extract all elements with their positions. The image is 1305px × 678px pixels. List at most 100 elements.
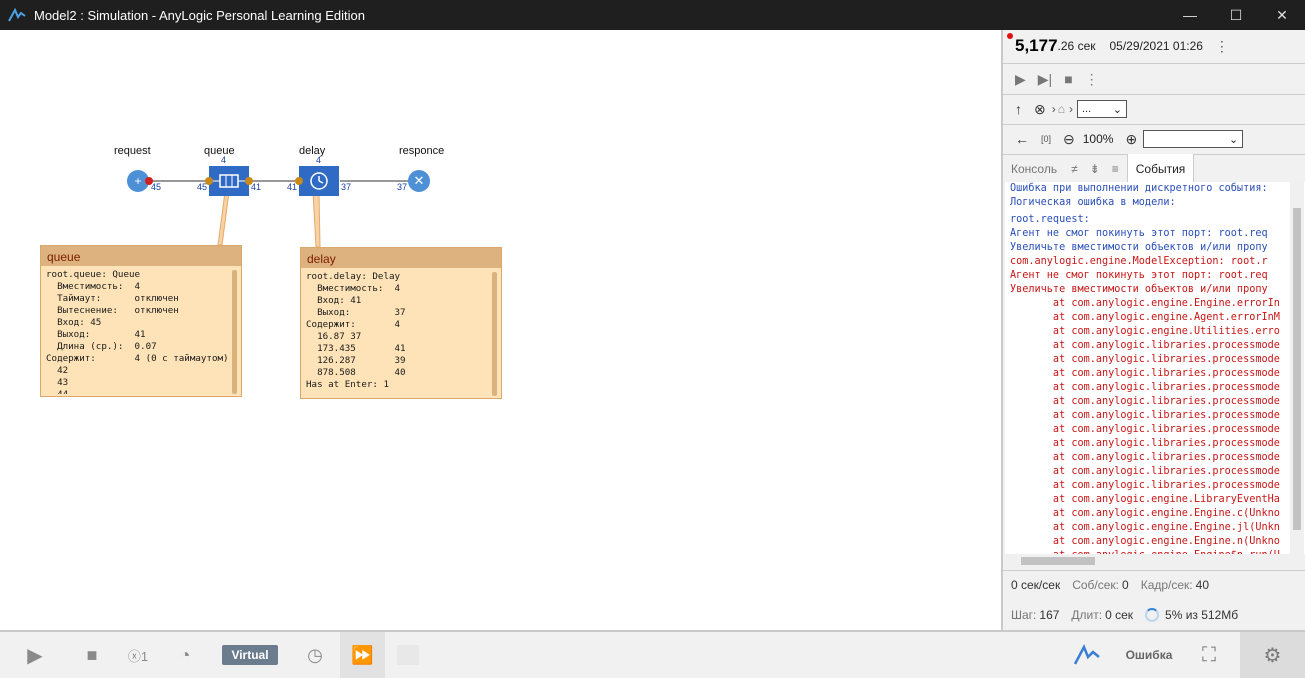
zoom-in-icon[interactable]: ⊕ — [1125, 130, 1138, 147]
sec-per-sec: 0 сек/сек — [1011, 578, 1061, 592]
stop-icon[interactable]: ■ — [1064, 71, 1073, 87]
request-out-port[interactable] — [145, 177, 153, 185]
play-icon[interactable]: ▶ — [27, 644, 43, 667]
duration-label: Длит: — [1071, 608, 1103, 622]
close-nav-icon[interactable]: ⊗ — [1034, 100, 1046, 117]
delay-inspect-window[interactable]: delay root.delay: Delay Вместимость: 4 В… — [300, 247, 502, 399]
console-line: at com.anylogic.libraries.processmode — [1010, 354, 1280, 365]
console-line: at com.anylogic.engine.Agent.errorInM — [1010, 312, 1280, 323]
tab-console[interactable]: Консоль — [1011, 162, 1058, 176]
frames-per-sec-value: 40 — [1195, 578, 1209, 592]
queue-inspect-scrollbar[interactable] — [232, 270, 237, 394]
memory-usage: 5% из 512Мб — [1165, 608, 1239, 622]
console-line: at com.anylogic.libraries.processmode — [1010, 368, 1280, 379]
step-value: 167 — [1039, 608, 1060, 622]
console-line: at com.anylogic.engine.Engine.c(Unkno — [1010, 508, 1280, 519]
queue-out-count: 41 — [251, 182, 262, 192]
request-source-icon[interactable]: + — [127, 170, 149, 192]
events-per-sec-value: 0 — [1122, 578, 1129, 592]
close-window-button[interactable]: ✕ — [1276, 6, 1288, 23]
fullscreen-icon[interactable]: ⛶ — [1202, 643, 1216, 666]
delay-inspect-text: root.delay: Delay Вместимость: 4 Вход: 4… — [306, 271, 406, 390]
stop-button-icon[interactable]: ■ — [86, 644, 98, 665]
console-line: Агент не смог покинуть этот порт: root.r… — [1010, 270, 1268, 281]
queue-in-port[interactable] — [205, 177, 213, 185]
clear-console-icon[interactable]: ≠ — [1071, 162, 1078, 176]
zoom-level: 100% — [1082, 132, 1114, 146]
scroll-lock-icon[interactable]: ⇟ — [1089, 162, 1100, 176]
queue-label: queue — [204, 145, 235, 157]
step-icon[interactable]: ▶| — [1037, 70, 1053, 87]
clock-icon — [310, 172, 328, 190]
console-line: Ошибка при выполнении дискретного событи… — [1010, 183, 1268, 194]
console-line: at com.anylogic.libraries.processmode — [1010, 424, 1280, 435]
tab-events[interactable]: События — [1126, 154, 1195, 184]
fast-forward-icon[interactable]: ⏩ — [340, 632, 385, 678]
back-icon[interactable]: ← — [1015, 131, 1029, 147]
responce-label: responce — [399, 145, 445, 157]
queue-capacity-count: 4 — [221, 155, 227, 165]
console-output[interactable]: Ошибка при выполнении дискретного событи… — [1005, 182, 1305, 566]
queue-in-count: 45 — [197, 182, 208, 192]
delay-in-count: 41 — [287, 182, 298, 192]
delay-inspect-scrollbar[interactable] — [492, 272, 497, 396]
delay-out-count: 37 — [341, 182, 352, 192]
console-line: at com.anylogic.libraries.processmode — [1010, 410, 1280, 421]
delay-block[interactable] — [299, 166, 339, 196]
responce-sink-icon[interactable]: ✕ — [408, 170, 430, 192]
zoom-reset-icon[interactable]: [0] — [1041, 134, 1052, 144]
slow-down-icon[interactable]: ◔ — [179, 644, 191, 665]
agent-navigation-value: ... — [1081, 103, 1092, 115]
queue-icon — [213, 174, 245, 188]
console-vertical-scrollbar[interactable] — [1290, 182, 1304, 554]
console-line: at com.anylogic.libraries.processmode — [1010, 480, 1280, 491]
queue-inspect-window[interactable]: queue root.queue: Queue Вместимость: 4 Т… — [40, 245, 242, 397]
console-line: at com.anylogic.libraries.processmode — [1010, 382, 1280, 393]
queue-inspect-text: root.queue: Queue Вместимость: 4 Таймаут… — [46, 269, 229, 394]
delay-capacity-count: 4 — [316, 155, 322, 165]
queue-out-port[interactable] — [245, 177, 253, 185]
console-line: at com.anylogic.engine.Engine.n(Unkno — [1010, 536, 1280, 547]
console-line: at com.anylogic.libraries.processmode — [1010, 438, 1280, 449]
anylogic-logo-icon — [0, 8, 34, 22]
more-options-icon[interactable]: ⋮ — [1084, 70, 1099, 87]
delay-in-port[interactable] — [295, 177, 303, 185]
console-line: at com.anylogic.engine.Utilities.erro — [1010, 326, 1280, 337]
console-line: at com.anylogic.engine.Engine.errorIn — [1010, 298, 1280, 309]
agent-navigation-select[interactable]: ...⌄ — [1076, 100, 1127, 118]
model-time-value: 5,177 — [1015, 36, 1058, 55]
speed-up-icon[interactable]: ◷ — [307, 644, 323, 665]
blank-toolbar-icon[interactable] — [397, 645, 419, 665]
run-icon[interactable]: ▶ — [1015, 70, 1026, 87]
navigate-up-icon[interactable]: ↑ — [1015, 101, 1022, 117]
model-canvas[interactable]: request + 45 queue 4 45 41 delay 4 41 37… — [0, 30, 1000, 630]
responce-in-count: 37 — [397, 182, 408, 192]
title-bar: Model2 : Simulation - AnyLogic Personal … — [0, 0, 1305, 30]
console-line: Агент не смог покинуть этот порт: root.r… — [1010, 228, 1268, 239]
console-line: at com.anylogic.libraries.processmode — [1010, 452, 1280, 463]
zoom-out-icon[interactable]: ⊖ — [1063, 130, 1075, 147]
speed-x1-icon[interactable]: ⓧ1 — [127, 648, 149, 664]
duration-value: 0 сек — [1105, 608, 1134, 622]
anylogic-status-icon — [1070, 632, 1104, 678]
queue-inspect-title: queue — [41, 246, 241, 266]
frames-per-sec-label: Кадр/сек: — [1140, 578, 1193, 592]
view-area-select[interactable]: ⌄ — [1143, 130, 1244, 148]
word-wrap-icon[interactable]: ≡ — [1111, 162, 1119, 176]
memory-spinner-icon — [1145, 608, 1160, 622]
maximize-button[interactable]: ☐ — [1229, 6, 1243, 23]
console-line: com.anylogic.engine.ModelException: root… — [1010, 256, 1268, 267]
queue-block[interactable] — [209, 166, 249, 196]
virtual-mode-button[interactable]: Virtual — [222, 645, 278, 665]
more-menu-icon[interactable]: ⋮ — [1214, 37, 1229, 54]
settings-gear-icon[interactable]: ⚙ — [1240, 632, 1305, 678]
developer-panel: 5,177 .26 сек 05/29/2021 01:26 ⋮ ▶ ▶| ■ … — [1001, 30, 1305, 630]
console-horizontal-scrollbar[interactable] — [1005, 554, 1305, 568]
console-line: at com.anylogic.libraries.processmode — [1010, 466, 1280, 477]
home-icon[interactable]: ⌂ — [1057, 102, 1065, 116]
step-label: Шаг: — [1011, 608, 1037, 622]
console-line: at com.anylogic.engine.Engine.jl(Unkn — [1010, 522, 1280, 533]
error-status-label[interactable]: Ошибка — [1125, 648, 1173, 662]
minimize-button[interactable]: — — [1183, 7, 1197, 23]
model-time-fraction: .26 сек — [1057, 39, 1096, 53]
